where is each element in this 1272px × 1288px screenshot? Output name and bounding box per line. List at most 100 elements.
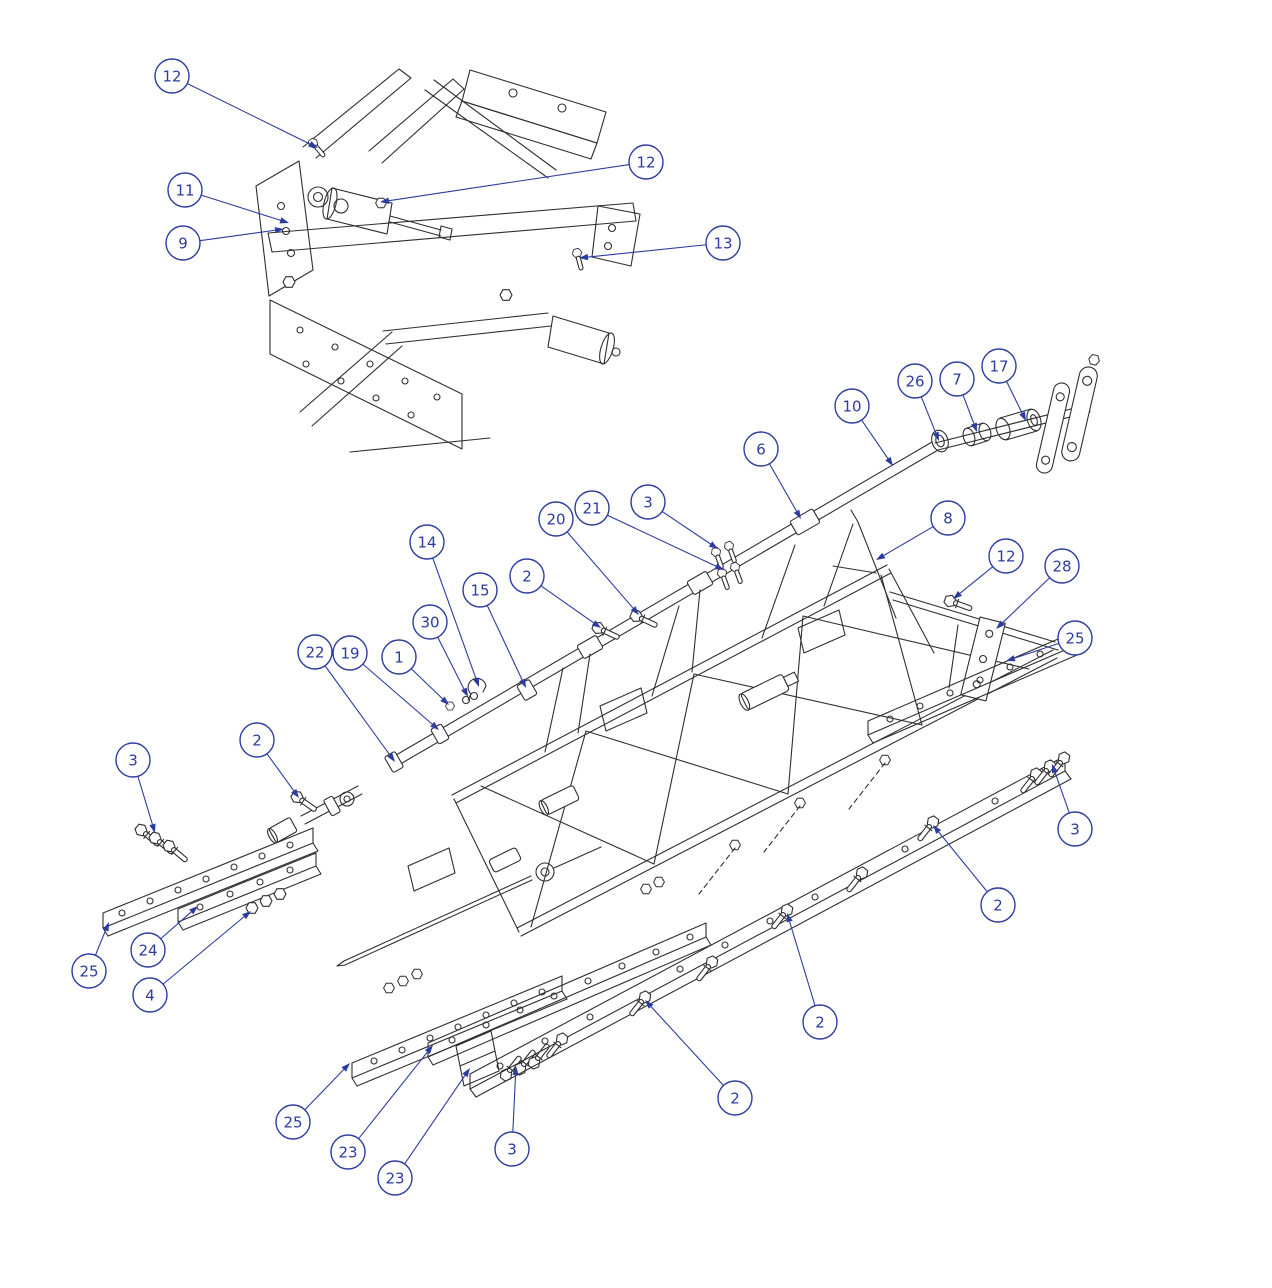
callout-21: 21 bbox=[574, 490, 724, 570]
callout-balloon bbox=[1044, 548, 1080, 584]
callout-balloon bbox=[297, 634, 333, 670]
callout-arrowhead-icon bbox=[279, 217, 289, 224]
callout-leader-line bbox=[768, 463, 798, 512]
callout-leader-line bbox=[404, 1075, 466, 1165]
callout-17: 17 bbox=[981, 348, 1026, 421]
boom-art bbox=[267, 353, 1101, 844]
callout-balloon bbox=[132, 977, 168, 1013]
callout-19: 19 bbox=[332, 635, 439, 730]
callout-number: 22 bbox=[305, 643, 324, 661]
callout-balloon bbox=[239, 722, 275, 758]
callout-25: 25 bbox=[275, 1063, 350, 1140]
callout-leader-line bbox=[938, 831, 988, 893]
callout-leader-line bbox=[789, 921, 816, 1006]
hex-nut bbox=[499, 289, 513, 301]
callout-leader-line bbox=[94, 930, 107, 956]
callout-20: 20 bbox=[538, 501, 639, 615]
callout-number: 14 bbox=[417, 533, 436, 551]
callout-number: 21 bbox=[582, 499, 601, 517]
callout-balloon bbox=[897, 363, 933, 399]
callout-number: 2 bbox=[730, 1089, 740, 1107]
callout-balloon bbox=[494, 1131, 530, 1167]
callout-number: 19 bbox=[340, 644, 359, 662]
callout-leader-line bbox=[661, 511, 711, 545]
callout-leader-line bbox=[410, 668, 443, 700]
callout-14: 14 bbox=[409, 524, 479, 687]
callout-leader-line bbox=[187, 83, 311, 145]
strap-plate bbox=[1035, 382, 1071, 474]
callout-12: 12 bbox=[380, 144, 664, 204]
hydraulic-cylinder bbox=[322, 187, 453, 241]
callout-leader-line bbox=[486, 605, 523, 681]
callout-balloon bbox=[115, 742, 151, 778]
callout-leader-line bbox=[266, 753, 295, 792]
callout-arrowhead-icon bbox=[189, 906, 198, 915]
callout-number: 25 bbox=[283, 1113, 302, 1131]
callout-balloon bbox=[980, 887, 1016, 923]
callout-balloon bbox=[628, 144, 664, 180]
callout-number: 9 bbox=[178, 234, 188, 252]
callout-arrowhead-icon bbox=[387, 752, 395, 762]
callout-leader-line bbox=[861, 419, 889, 459]
callout-2: 2 bbox=[509, 558, 601, 628]
callout-13: 13 bbox=[579, 225, 741, 261]
callout-6: 6 bbox=[743, 431, 801, 519]
callout-leader-line bbox=[1002, 577, 1051, 624]
callout-balloon bbox=[834, 388, 870, 424]
bolt bbox=[729, 561, 745, 585]
callout-arrowhead-icon bbox=[519, 678, 526, 688]
bolt bbox=[307, 137, 328, 160]
tube-part bbox=[995, 408, 1042, 441]
callout-leader-line bbox=[358, 1051, 428, 1140]
callout-number: 3 bbox=[643, 493, 653, 511]
callout-leader-line bbox=[362, 663, 433, 725]
strap-plate bbox=[1061, 353, 1101, 462]
callout-balloon bbox=[538, 501, 574, 537]
callout-balloon bbox=[130, 932, 166, 968]
callout-1: 1 bbox=[381, 639, 449, 705]
callout-arrowhead-icon bbox=[242, 911, 251, 920]
hex-nut bbox=[383, 982, 395, 994]
callout-arrowhead-icon bbox=[462, 1068, 470, 1078]
gearbox-cylinder bbox=[738, 671, 800, 711]
callout-22: 22 bbox=[297, 634, 395, 762]
hex-nut bbox=[397, 975, 409, 987]
rails-art bbox=[102, 632, 1078, 1098]
callout-balloon bbox=[377, 1160, 413, 1196]
callout-number: 3 bbox=[128, 751, 138, 769]
callout-leader-line bbox=[883, 526, 934, 556]
callout-balloon bbox=[939, 361, 975, 397]
callout-balloon bbox=[71, 953, 107, 989]
callout-leader-line bbox=[432, 557, 477, 679]
callout-number: 25 bbox=[79, 962, 98, 980]
bolt bbox=[723, 540, 739, 564]
callout-number: 28 bbox=[1052, 557, 1071, 575]
callout-2: 2 bbox=[645, 1000, 753, 1116]
callout-arrowhead-icon bbox=[933, 825, 942, 835]
callout-2: 2 bbox=[933, 825, 1016, 923]
callout-arrowhead-icon bbox=[291, 788, 299, 798]
drive-rod bbox=[336, 846, 602, 967]
callout-number: 1 bbox=[394, 648, 404, 666]
callout-leader-line bbox=[199, 229, 276, 242]
callout-24: 24 bbox=[130, 906, 198, 968]
callout-number: 25 bbox=[1065, 629, 1084, 647]
callout-10: 10 bbox=[834, 388, 893, 466]
callout-number: 2 bbox=[252, 731, 262, 749]
callout-number: 4 bbox=[145, 986, 155, 1004]
callout-number: 12 bbox=[636, 153, 655, 171]
callout-number: 2 bbox=[815, 1013, 825, 1031]
callout-25: 25 bbox=[71, 922, 109, 989]
callout-12: 12 bbox=[154, 58, 318, 148]
bushing-part bbox=[962, 422, 992, 447]
callout-balloon bbox=[381, 639, 417, 675]
callout-leader-line bbox=[160, 911, 192, 940]
hub-cylinder bbox=[488, 847, 522, 873]
callout-balloon bbox=[705, 225, 741, 261]
callout-arrowhead-icon bbox=[645, 1000, 654, 1009]
callout-number: 13 bbox=[713, 234, 732, 252]
callout-number: 2 bbox=[522, 567, 532, 585]
